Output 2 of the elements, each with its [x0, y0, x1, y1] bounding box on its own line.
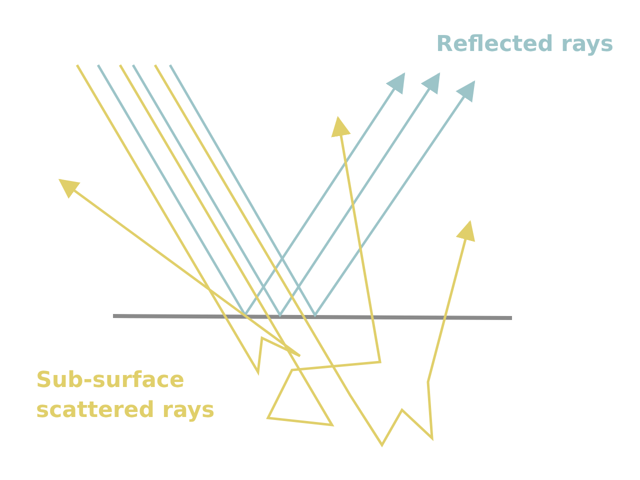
- ray-label: Sub-surface scattered rays: [36, 367, 216, 425]
- ray-label: Reflected rays: [436, 31, 614, 59]
